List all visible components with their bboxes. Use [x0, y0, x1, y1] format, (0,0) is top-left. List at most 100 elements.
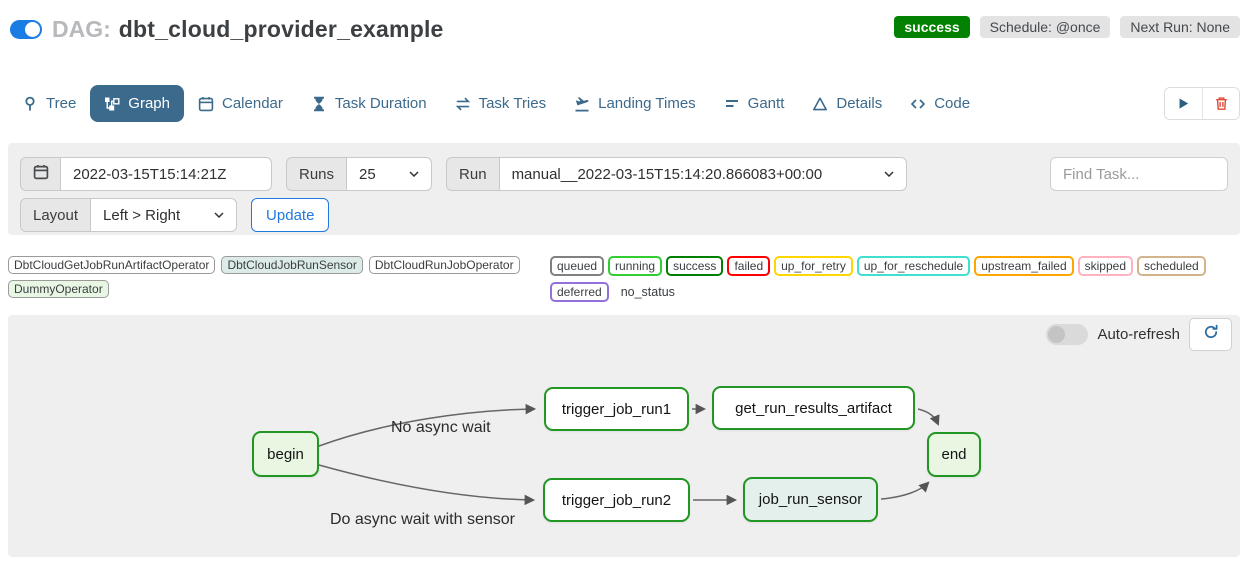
chevron-down-icon [409, 171, 419, 177]
base-date-input[interactable] [60, 157, 272, 191]
tab-graph[interactable]: Graph [90, 85, 184, 122]
status-badge: failed [727, 256, 771, 276]
triangle-icon [812, 96, 828, 112]
filter-bar: Runs 25 Run manual__2022-03-15T15:14:20.… [8, 143, 1240, 235]
chevron-down-icon [884, 171, 894, 177]
status-badge: running [608, 256, 663, 276]
operator-badge: DummyOperator [8, 280, 109, 298]
hourglass-icon [311, 96, 327, 112]
edge-label: No async wait [391, 419, 491, 436]
tab-label: Calendar [222, 95, 283, 112]
status-badge: success [894, 16, 970, 38]
tab-label: Landing Times [598, 95, 696, 112]
dag-label: DAG: [52, 16, 111, 42]
tab-gantt[interactable]: Gantt [710, 85, 799, 122]
tab-task-duration[interactable]: Task Duration [297, 85, 441, 122]
tab-task-tries[interactable]: Task Tries [441, 85, 561, 122]
schedule-badge: Schedule: @once [979, 16, 1111, 38]
code-icon [910, 96, 926, 112]
legend: DbtCloudGetJobRunArtifactOperator DbtClo… [8, 256, 1240, 302]
view-tabs: Tree Graph Calendar Task Duration Task T… [8, 85, 1240, 122]
runs-label: Runs [286, 157, 347, 191]
tab-landing-times[interactable]: Landing Times [560, 85, 710, 122]
status-badge: scheduled [1137, 256, 1206, 276]
dag-edges [318, 403, 940, 506]
runs-group: Runs 25 [286, 157, 433, 191]
filter-row-1: Runs 25 Run manual__2022-03-15T15:14:20.… [20, 157, 1228, 191]
operator-badge: DbtCloudJobRunSensor [221, 256, 363, 274]
status-badge: up_for_reschedule [856, 256, 971, 276]
tab-label: Details [836, 95, 883, 112]
layout-group: Layout Left > Right [20, 198, 238, 232]
tab-label: Code [934, 95, 971, 112]
operator-badge: DbtCloudGetJobRunArtifactOperator [8, 256, 216, 274]
dag-title: dbt_cloud_provider_example [118, 16, 444, 42]
dag-header: DAG: dbt_cloud_provider_example success … [10, 16, 1240, 43]
calendar-icon [198, 96, 214, 112]
filter-row-2: Layout Left > Right Update [20, 198, 1228, 232]
dag-graph-panel: No async wait Do async wait with sensor … [8, 315, 1240, 557]
auto-refresh-control: Auto-refresh [1046, 324, 1180, 345]
refresh-button[interactable] [1189, 318, 1232, 351]
toggle-knob [25, 22, 40, 37]
no-status-label: no_status [620, 285, 675, 299]
layout-select-value: Left > Right [103, 206, 181, 224]
tab-details[interactable]: Details [798, 85, 896, 122]
task-node-end[interactable]: end [927, 432, 981, 477]
toggle-knob [1048, 326, 1066, 343]
play-icon [1176, 96, 1191, 111]
status-badge: skipped [1077, 256, 1133, 276]
auto-refresh-toggle[interactable] [1046, 324, 1089, 345]
chevron-down-icon [214, 212, 224, 218]
dag-pause-toggle[interactable] [10, 20, 42, 39]
runs-select-value: 25 [359, 165, 376, 183]
edge-label: Do async wait with sensor [330, 511, 515, 528]
operator-legend: DbtCloudGetJobRunArtifactOperator DbtClo… [8, 256, 550, 298]
operator-badge: DbtCloudRunJobOperator [368, 256, 520, 274]
tree-pin-icon [22, 96, 38, 112]
task-node-trigger-job-run1[interactable]: trigger_job_run1 [544, 387, 689, 431]
dag-action-buttons [1164, 87, 1240, 120]
layout-label: Layout [20, 198, 91, 232]
plane-landing-icon [574, 96, 590, 112]
status-badge: upstream_failed [974, 256, 1074, 276]
run-label: Run [446, 157, 499, 191]
run-select-value: manual__2022-03-15T15:14:20.866083+00:00 [511, 165, 823, 183]
tab-tree[interactable]: Tree [8, 85, 90, 122]
task-node-get-run-results-artifact[interactable]: get_run_results_artifact [712, 386, 915, 430]
gantt-bars-icon [724, 96, 740, 112]
calendar-icon [33, 164, 49, 185]
tab-calendar[interactable]: Calendar [184, 85, 297, 122]
trigger-dag-button[interactable] [1165, 88, 1202, 119]
tab-label: Task Tries [478, 95, 547, 112]
runs-select[interactable]: 25 [346, 157, 433, 191]
repeat-icon [455, 96, 471, 112]
layout-select[interactable]: Left > Right [90, 198, 238, 232]
task-node-trigger-job-run2[interactable]: trigger_job_run2 [543, 478, 690, 522]
tab-label: Gantt [747, 95, 785, 112]
tab-code[interactable]: Code [896, 85, 984, 122]
auto-refresh-label: Auto-refresh [1097, 326, 1180, 343]
tab-label: Graph [128, 95, 170, 112]
run-group: Run manual__2022-03-15T15:14:20.866083+0… [446, 157, 907, 191]
refresh-icon [1203, 324, 1219, 345]
status-badge: success [666, 256, 724, 276]
task-node-job-run-sensor[interactable]: job_run_sensor [743, 477, 878, 522]
tab-label: Task Duration [334, 95, 427, 112]
status-legend: queued running success failed up_for_ret… [550, 256, 1240, 302]
run-select[interactable]: manual__2022-03-15T15:14:20.866083+00:00 [498, 157, 907, 191]
task-node-begin[interactable]: begin [252, 431, 319, 477]
calendar-picker-button[interactable] [20, 157, 60, 191]
find-task-input[interactable] [1050, 157, 1228, 191]
status-badge: queued [550, 256, 605, 276]
status-badge: deferred [550, 282, 609, 302]
delete-dag-button[interactable] [1202, 88, 1239, 119]
header-badges: success Schedule: @once Next Run: None [894, 16, 1240, 38]
status-badge: up_for_retry [774, 256, 853, 276]
base-date-group [20, 157, 272, 191]
trash-icon [1214, 96, 1229, 111]
graph-icon [104, 96, 120, 112]
next-run-badge: Next Run: None [1120, 16, 1240, 38]
tab-label: Tree [46, 95, 77, 112]
update-button[interactable]: Update [251, 198, 330, 232]
